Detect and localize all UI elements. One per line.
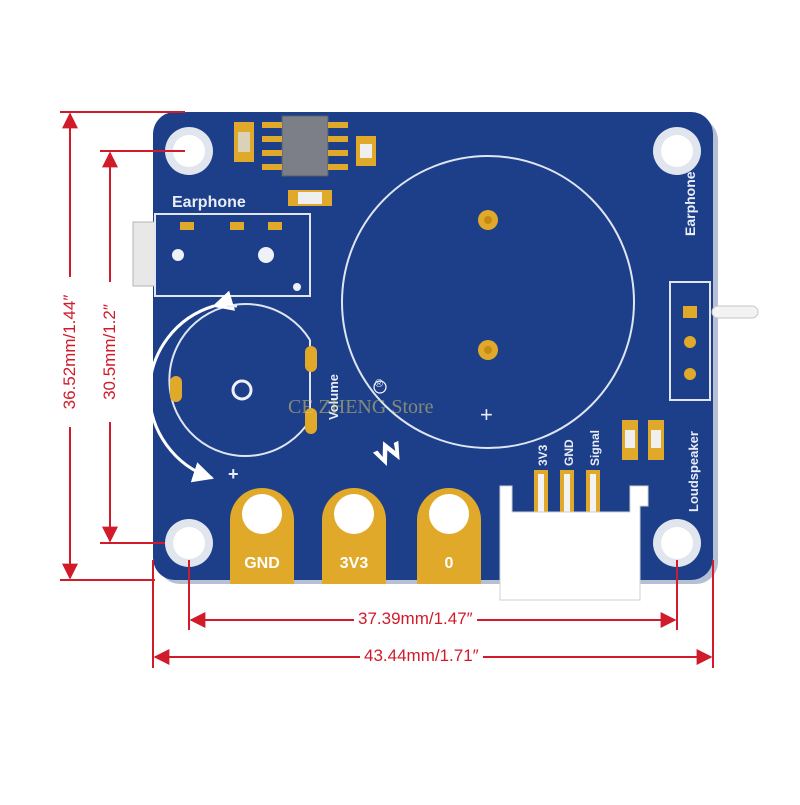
volume-arrow [148,290,236,483]
registered-mark [373,380,387,394]
label-minus: − [226,296,238,318]
label-header-gnd: GND [562,439,576,466]
dim-label-width-inner: 37.39mm/1.47″ [354,609,477,629]
brand-logo [372,440,400,467]
smd-capacitor [234,122,254,162]
label-header-3v3: 3V3 [536,444,550,466]
header-connector [499,485,649,601]
potentiometer-outline [168,303,311,457]
pot-pad [305,346,317,372]
mounting-hole [653,519,701,567]
mounting-hole [165,127,213,175]
label-speaker-plus: + [480,402,493,427]
label-earphone-right: Earphone [682,171,698,236]
right-jack-plug [711,305,759,319]
pin-label-3v3: 3V3 [339,555,369,572]
label-plus: + [228,464,239,484]
pin-label-gnd: GND [244,555,280,572]
label-loudspeaker: Loudspeaker [686,431,701,512]
loudspeaker-outline [341,155,635,449]
chip-leads [262,122,348,170]
chip-ic [281,115,329,177]
jack-hole [293,283,301,291]
jack-hole [172,249,184,261]
mounting-hole [165,519,213,567]
pin-gnd-pad [230,488,294,584]
dim-label-width-outer: 43.44mm/1.71″ [360,646,483,666]
jack-hole [258,247,274,263]
jack-pad [230,222,244,230]
label-registered: ® [375,378,384,390]
smd-resistor [622,420,638,460]
pin-3v3-pad [322,488,386,584]
smd-resistor [648,420,664,460]
dim-label-height-inner: 30.5mm/1.2″ [100,282,120,422]
label-header-signal: Signal [588,429,602,466]
pot-pad [305,408,317,434]
jack-pad [268,222,282,230]
smd-resistor [356,136,376,166]
smd-resistor [288,190,332,206]
jack-pad [180,222,194,230]
watermark: CE ZHENG Store [288,396,434,418]
pin-0-pad [417,488,481,584]
mounting-hole [653,127,701,175]
dim-label-height-outer: 36.52mm/1.44″ [60,277,80,427]
pot-pad [170,376,182,402]
pin-label-0: 0 [444,555,454,572]
label-earphone-top: Earphone [172,194,246,211]
earphone-jack-plug [132,221,156,287]
